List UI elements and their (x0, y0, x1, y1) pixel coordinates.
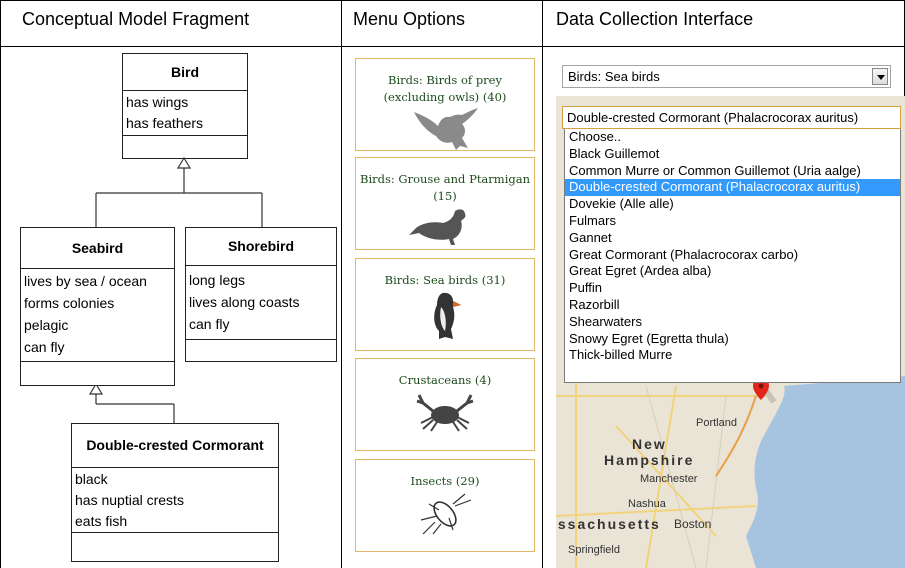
puffin-icon (434, 292, 461, 339)
crab-icon (416, 394, 474, 432)
menu-card-label: Birds: Sea birds (31) (384, 273, 506, 287)
category-select[interactable]: Birds: Sea birds (562, 65, 891, 88)
menu-card-crustaceans[interactable]: Crustaceans (4) (355, 358, 535, 451)
dropdown-option[interactable]: Great Egret (Ardea alba) (569, 263, 712, 279)
uml-attributes: long legs lives along coasts can fly (186, 266, 336, 340)
generalization-arrow (176, 156, 192, 169)
map-label-portland: Portland (696, 417, 737, 429)
uml-class-bird: Bird has wings has feathers (122, 53, 248, 159)
map-label-manchester: Manchester (640, 473, 698, 485)
menu-card-label: Birds: Birds of prey (excluding owls) (4… (383, 73, 507, 104)
header-conceptual-model: Conceptual Model Fragment (22, 9, 250, 29)
insect-icon (420, 493, 472, 535)
uml-attribute: eats fish (75, 513, 128, 529)
uml-attribute: can fly (189, 316, 230, 332)
uml-attribute: lives by sea / ocean (24, 273, 147, 289)
dropdown-option[interactable]: Razorbill (569, 296, 620, 312)
map-label-nashua: Nashua (628, 498, 666, 510)
chevron-down-icon[interactable] (872, 68, 888, 85)
uml-class-name: Seabird (21, 228, 174, 269)
table-header-divider (0, 46, 905, 47)
uml-attribute: has feathers (126, 115, 204, 131)
column-divider-1 (341, 0, 342, 568)
grouse-icon (409, 209, 466, 245)
header-menu-options: Menu Options (353, 9, 466, 29)
dropdown-option[interactable]: Shearwaters (569, 313, 642, 329)
dropdown-option[interactable]: Snowy Egret (Egretta thula) (569, 330, 729, 346)
uml-class-name: Double-crested Cormorant (72, 424, 278, 468)
uml-attribute: pelagic (24, 317, 69, 333)
map-label-massachusetts: ıssachusetts (556, 516, 661, 532)
uml-attribute: black (75, 471, 108, 487)
eagle-icon (414, 108, 478, 150)
menu-card-birds-of-prey[interactable]: Birds: Birds of prey (excluding owls) (4… (355, 58, 535, 151)
uml-class-double-crested-cormorant: Double-crested Cormorant black has nupti… (71, 423, 279, 562)
uml-attribute: has nuptial crests (75, 492, 184, 508)
species-dropdown-list[interactable]: Choose.. Black Guillemot Common Murre or… (564, 129, 901, 383)
species-select-value: Double-crested Cormorant (Phalacrocorax … (567, 110, 859, 125)
dropdown-option-selected[interactable]: Double-crested Cormorant (Phalacrocorax … (565, 179, 900, 197)
dropdown-option[interactable]: Black Guillemot (569, 145, 660, 161)
category-select-value: Birds: Sea birds (568, 69, 660, 84)
species-select[interactable]: Double-crested Cormorant (Phalacrocorax … (562, 106, 901, 129)
dropdown-option[interactable]: Thick-billed Murre (569, 347, 673, 363)
dropdown-option[interactable]: Fulmars (569, 212, 616, 228)
uml-attribute: lives along coasts (189, 294, 300, 310)
dropdown-option[interactable]: Great Cormorant (Phalacrocorax carbo) (569, 246, 799, 262)
uml-attribute: can fly (24, 339, 65, 355)
table-border-top (0, 0, 905, 1)
uml-class-shorebird: Shorebird long legs lives along coasts c… (185, 227, 337, 362)
column-divider-2 (542, 0, 543, 568)
dropdown-option[interactable]: Gannet (569, 229, 612, 245)
uml-class-name: Shorebird (186, 228, 336, 266)
menu-card-insects[interactable]: Insects (29) (355, 459, 535, 552)
dropdown-option[interactable]: Puffin (569, 280, 603, 296)
dropdown-option[interactable]: Common Murre or Common Guillemot (Uria a… (569, 162, 861, 178)
uml-attributes: has wings has feathers (123, 91, 247, 136)
menu-card-label: Crustaceans (4) (398, 373, 492, 387)
uml-connectors (88, 156, 263, 423)
menu-card-grouse-ptarmigan[interactable]: Birds: Grouse and Ptarmigan (15) (355, 157, 535, 250)
menu-card-sea-birds[interactable]: Birds: Sea birds (31) (355, 258, 535, 351)
menu-card-label: Birds: Grouse and Ptarmigan (15) (360, 172, 530, 203)
dropdown-option[interactable]: Dovekie (Alle alle) (569, 196, 674, 212)
uml-class-name: Bird (123, 54, 247, 91)
uml-attributes: lives by sea / ocean forms colonies pela… (21, 269, 174, 362)
uml-attributes: black has nuptial crests eats fish (72, 468, 278, 533)
uml-attribute: has wings (126, 94, 189, 110)
map-label-hampshire: Hampshire (604, 452, 695, 468)
map-label-new: New (632, 436, 667, 452)
header-data-collection: Data Collection Interface (556, 9, 754, 29)
uml-class-seabird: Seabird lives by sea / ocean forms colon… (20, 227, 175, 386)
uml-attribute: forms colonies (24, 295, 115, 311)
uml-attribute: long legs (189, 272, 246, 288)
dropdown-option[interactable]: Choose.. (569, 129, 622, 144)
table-border-left (0, 0, 1, 568)
map-label-boston: Boston (674, 517, 712, 531)
map-label-springfield: Springfield (568, 544, 620, 556)
menu-card-label: Insects (29) (410, 474, 480, 488)
